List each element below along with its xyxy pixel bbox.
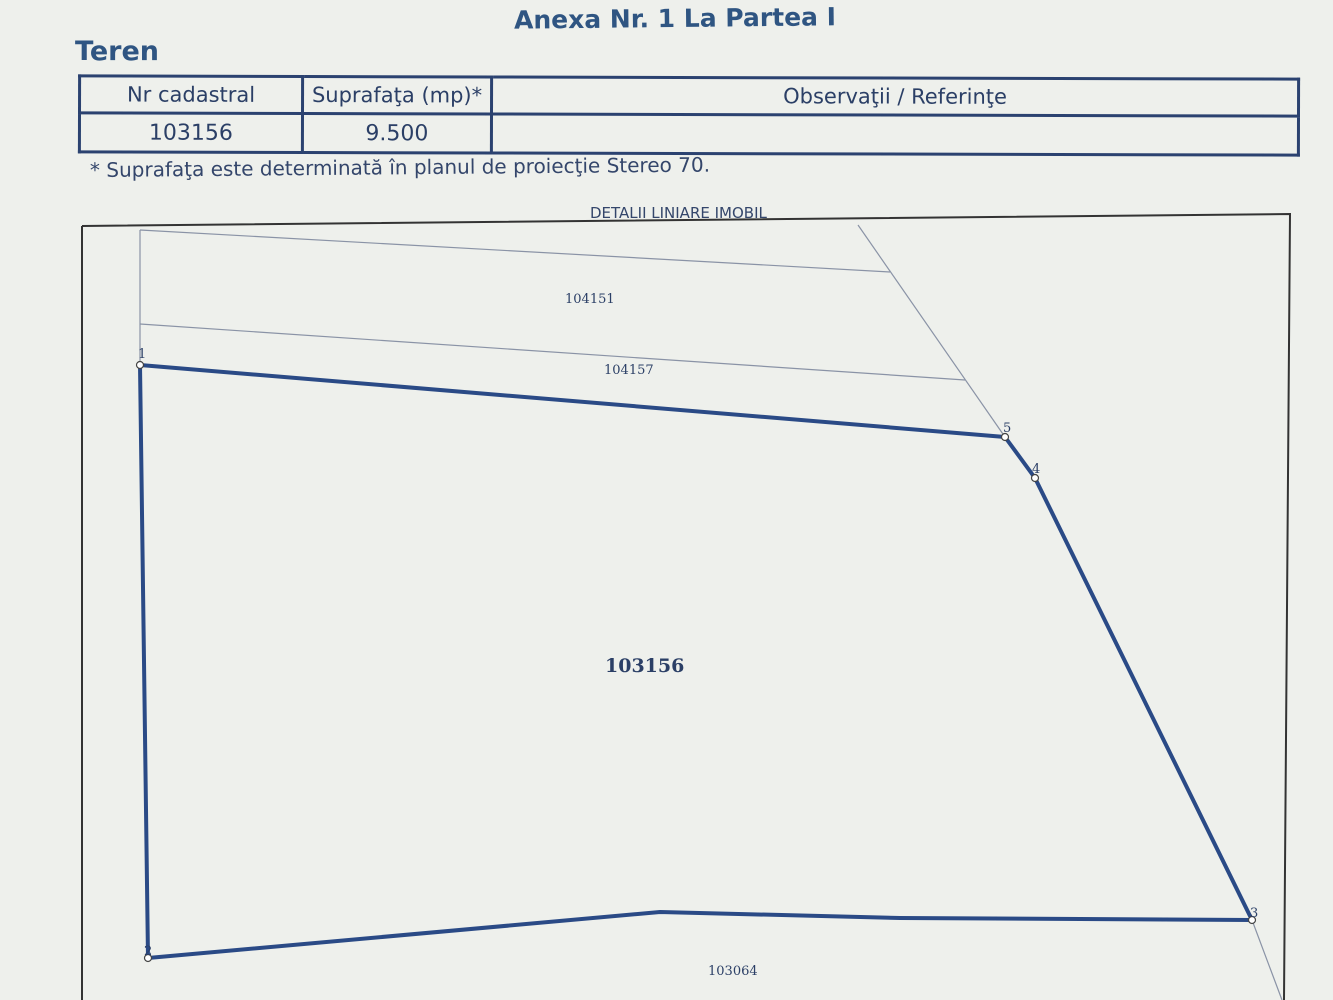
neighbor-label: 103064 [708,964,758,979]
neighbor-boundary [1251,919,1283,1000]
vertex-marker [143,953,153,963]
vertex-marker [135,360,145,370]
neighbor-label: 104151 [565,292,615,307]
vertex-marker [1000,432,1010,442]
vertex-label: 4 [1032,462,1040,477]
neighbor-boundary [139,229,891,273]
vertex-label: 3 [1250,906,1258,921]
vertex-label: 2 [144,944,152,959]
section-heading: Teren [75,36,159,67]
vertex-label: 5 [1003,421,1011,436]
neighbor-boundary [857,224,1006,438]
neighbor-label: 104157 [604,363,654,378]
vertex-label: 1 [138,347,146,362]
plan-frame [81,212,1292,1000]
plan-title: DETALII LINIARE IMOBIL [590,204,767,222]
vertex-marker [1030,473,1040,483]
parcel-boundary [138,363,1254,960]
vertex-marker [1247,915,1257,925]
parcel-label: 103156 [605,655,684,677]
neighbor-boundary [139,323,966,381]
